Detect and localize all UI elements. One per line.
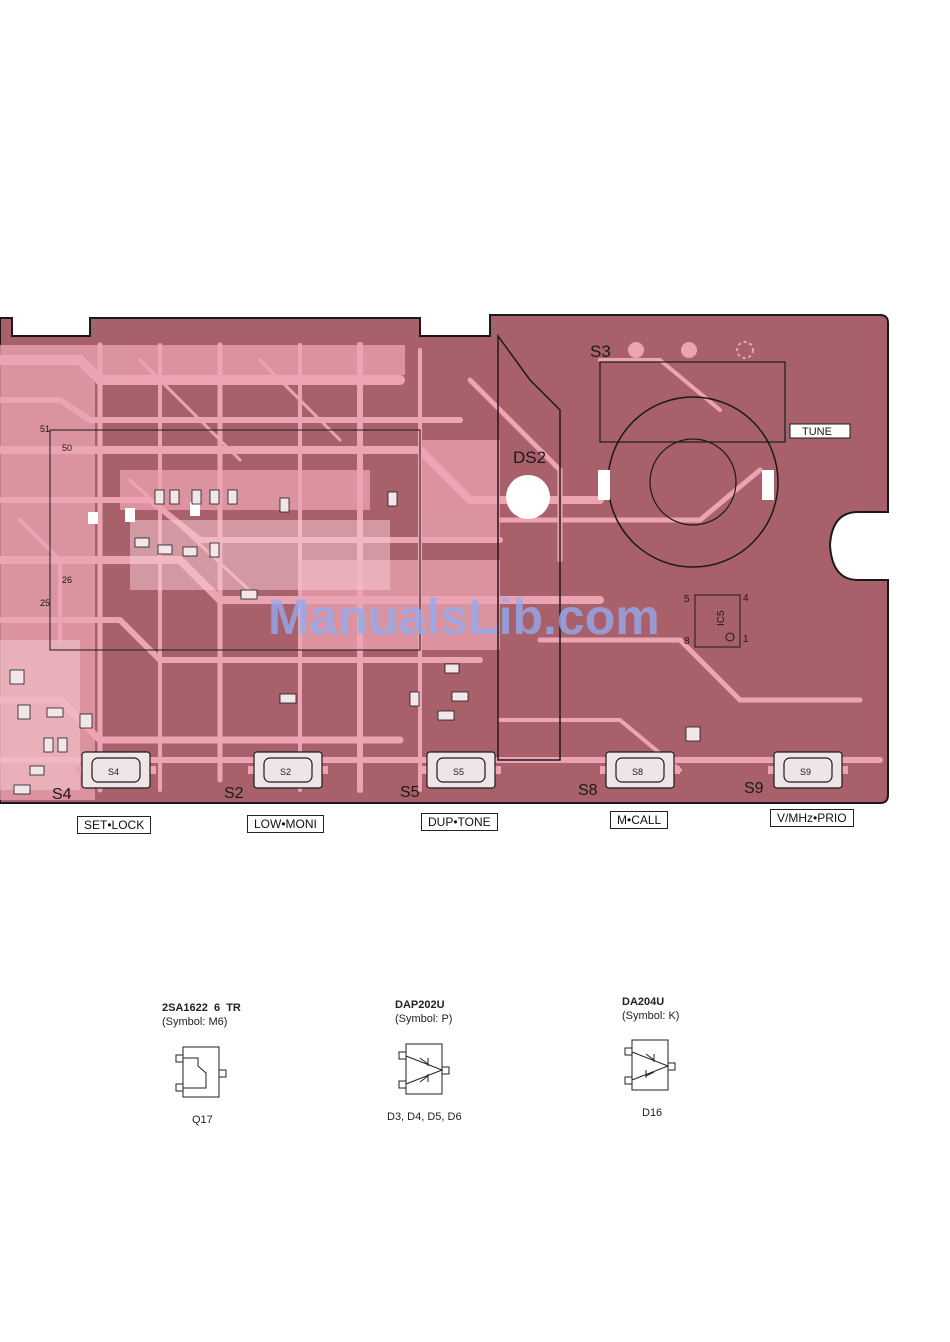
ic5-ref-label: IC5 [716,610,727,626]
s9-label: S9 [744,780,764,797]
ic5-pin1-label: 1 [743,634,749,645]
tune-label: TUNE [802,426,832,438]
part-refs: Q17 [192,1114,213,1126]
key-label-dup-tone: DUP•TONE [421,813,498,831]
ds2-label: DS2 [513,448,546,467]
pin-51-label: 51 [40,424,50,434]
pad [628,342,644,358]
pad [681,342,697,358]
part-symbol-code: (Symbol: M6) [162,1016,241,1028]
part-symbol-code: (Symbol: P) [395,1013,452,1025]
part-number: DA204U [622,996,679,1008]
s4-label: S4 [52,786,72,803]
key-label-m-call: M•CALL [610,811,668,829]
part-refs: D16 [642,1107,662,1119]
dap202u-symbol [399,1044,449,1094]
part-2sa1622: 2SA1622 6 TR (Symbol: M6) Q17 [162,1002,241,1028]
s3-label: S3 [590,342,611,361]
pin-50-label: 50 [62,443,72,453]
da204u-symbol [625,1040,675,1090]
pin-26-label: 26 [62,575,72,585]
ic5-pin8-label: 8 [684,636,690,647]
switch-cap-s5: S5 [453,767,464,777]
mounting-hole [506,475,550,519]
key-label-low-moni: LOW•MONI [247,815,324,833]
key-label-vmhz-prio: V/MHz•PRIO [770,809,854,827]
watermark: ManualsLib.com [268,588,660,646]
part-dap202u: DAP202U (Symbol: P) D3, D4, D5, D6 [395,999,452,1025]
s8-label: S8 [578,782,598,799]
part-refs: D3, D4, D5, D6 [387,1111,462,1123]
pin-25-label: 25 [40,598,50,608]
part-number: 2SA1622 6 TR [162,1002,241,1014]
switch-cap-s4: S4 [108,767,119,777]
ic5-pin4-label: 4 [743,593,749,604]
s5-label: S5 [400,784,420,801]
part-da204u: DA204U (Symbol: K) D16 [622,996,679,1022]
s2-label: S2 [224,785,244,802]
part-number: DAP202U [395,999,452,1011]
key-label-set-lock: SET•LOCK [77,816,151,834]
switch-cap-s9: S9 [800,767,811,777]
q17-symbol [176,1047,226,1097]
tune-slot-left [598,470,610,500]
tune-slot-right [762,470,774,500]
ic5-pin5-label: 5 [684,594,690,605]
part-symbol-code: (Symbol: K) [622,1010,679,1022]
switch-cap-s8: S8 [632,767,643,777]
switch-cap-s2: S2 [280,767,291,777]
